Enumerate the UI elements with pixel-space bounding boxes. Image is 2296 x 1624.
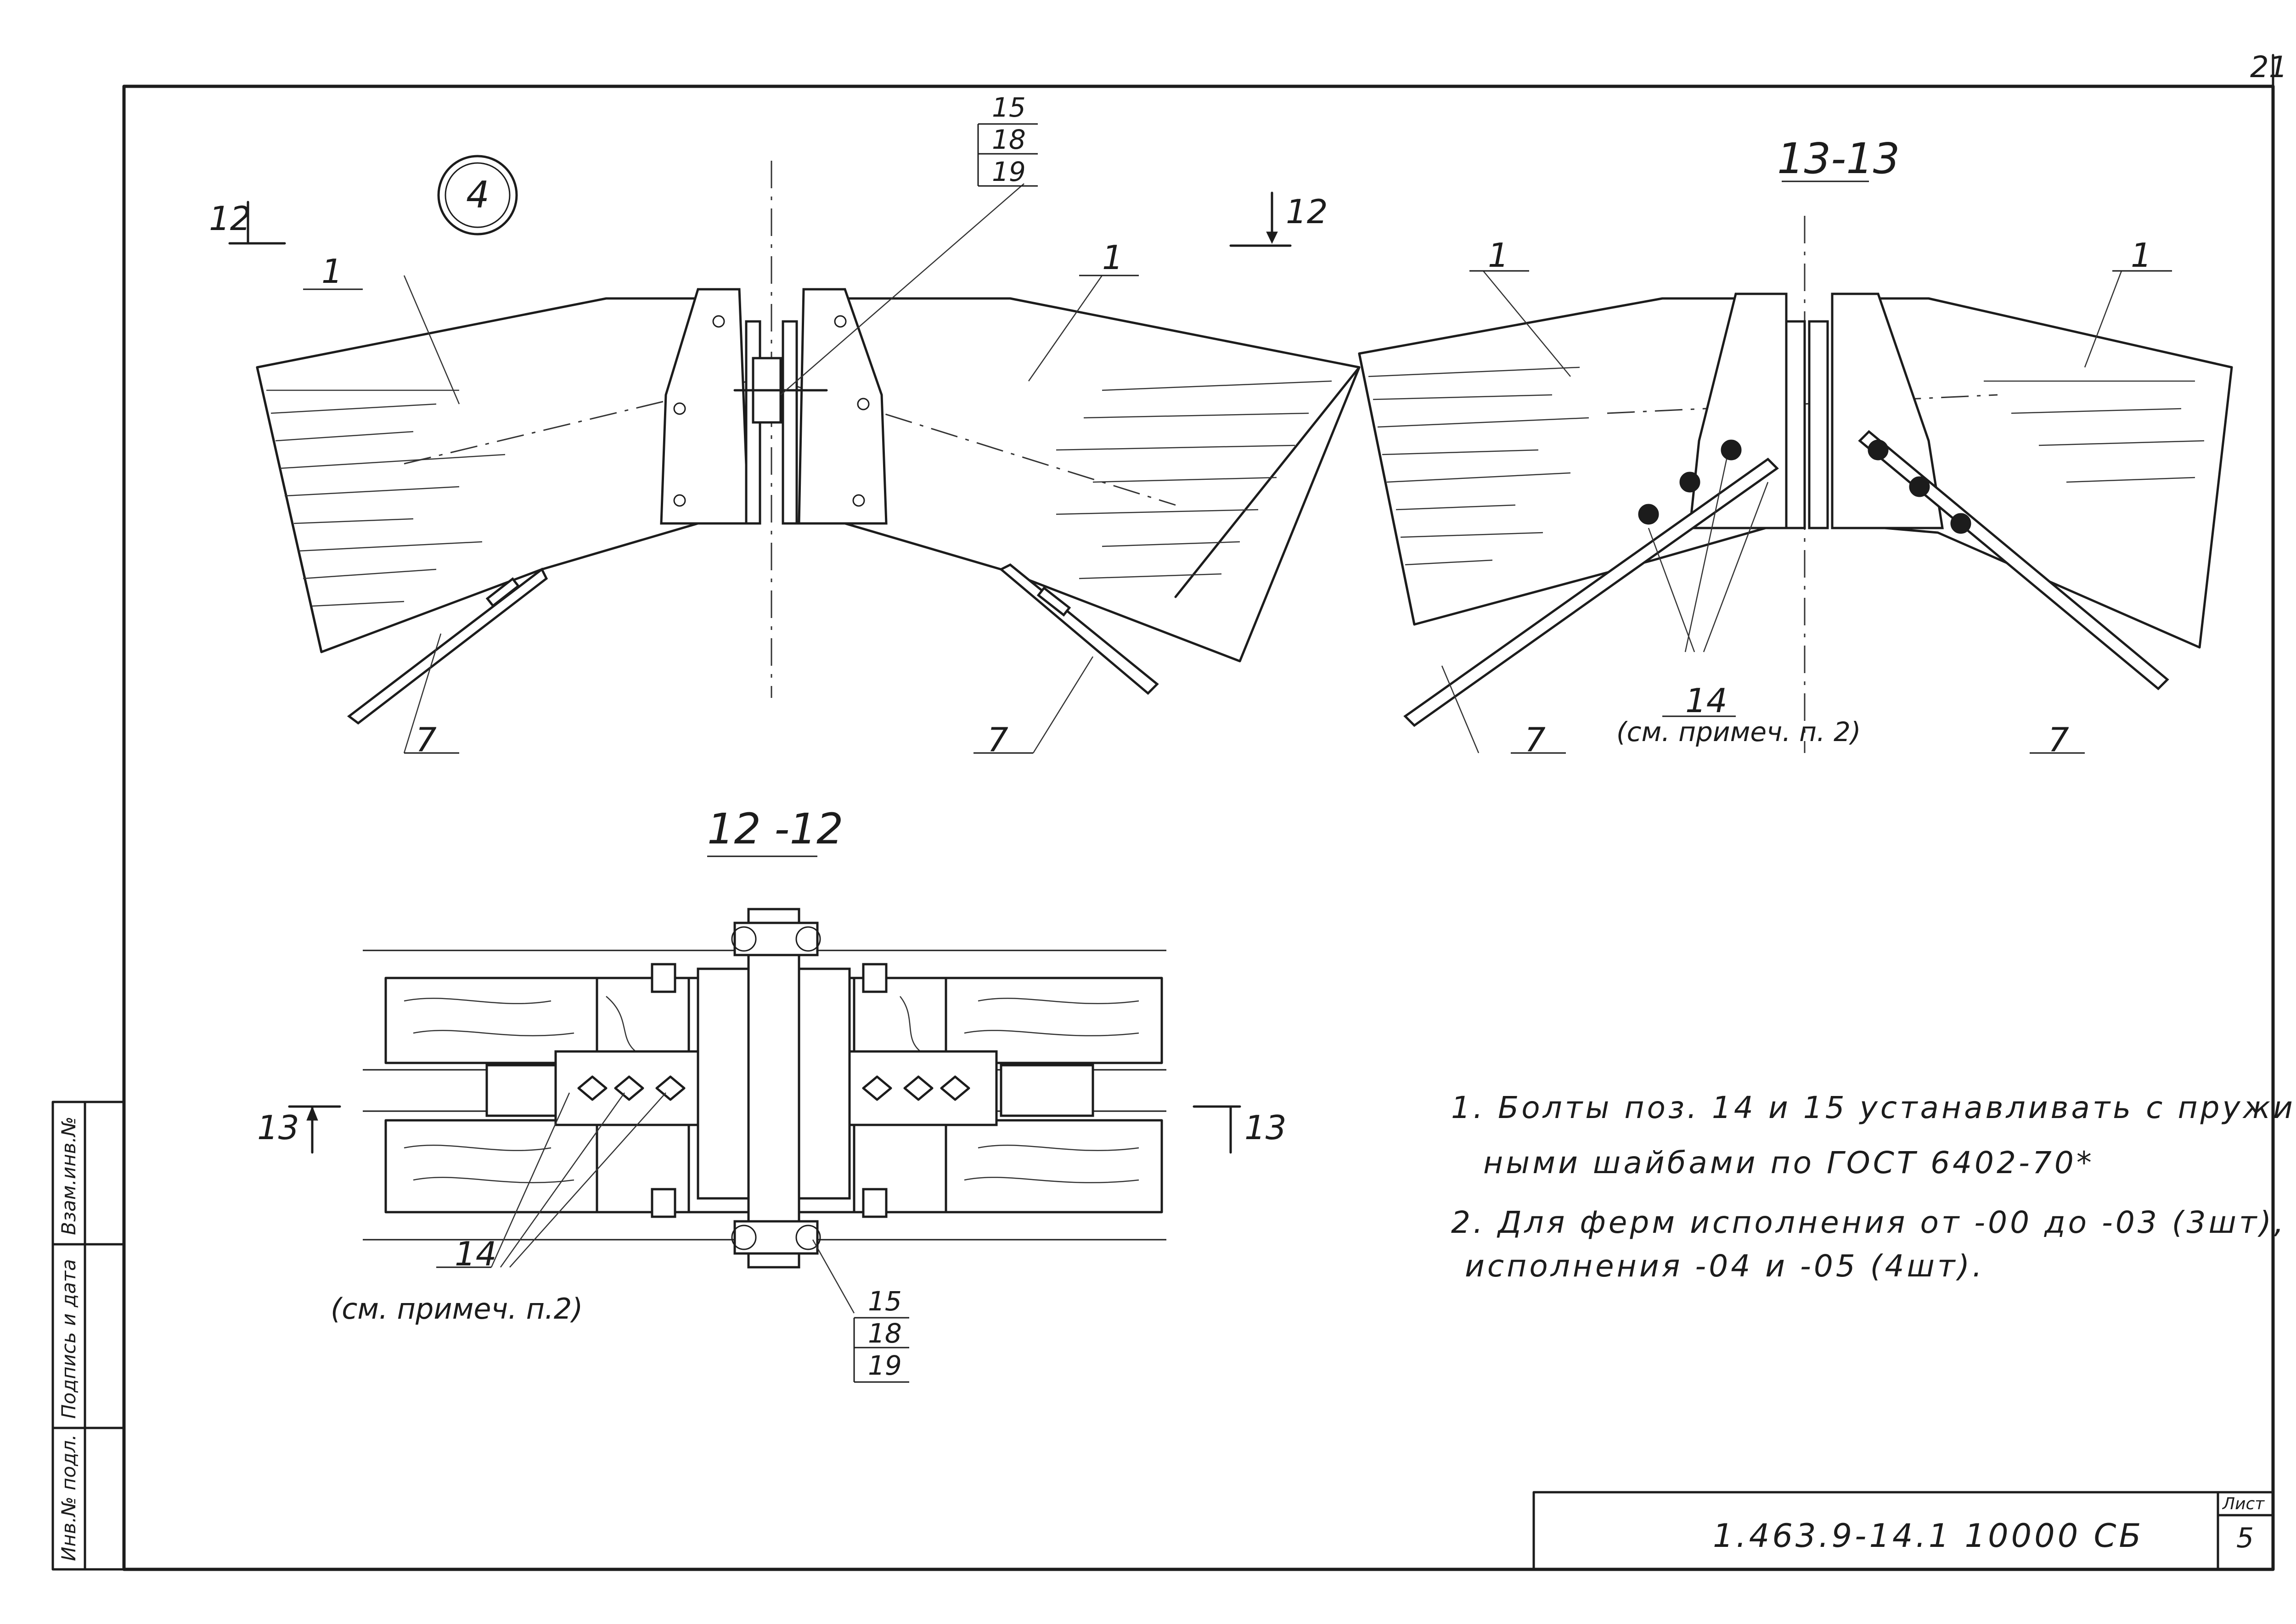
brace-label-right: 7 (987, 720, 1008, 759)
stack-15-12: 15 (868, 1286, 902, 1317)
stamp-signature: Подпись и дата (57, 1259, 80, 1419)
cut-label-right: 12 (1286, 192, 1328, 231)
stack-18-12: 18 (868, 1318, 902, 1349)
part-label-right-13: 1 (2131, 236, 2152, 275)
cut-label-left: 12 (209, 199, 251, 238)
part-label-right: 1 (1102, 238, 1123, 277)
view-4-elevation (228, 123, 1361, 754)
sheet-frame (51, 54, 2275, 1571)
stack-19-12: 19 (868, 1350, 902, 1381)
brace-label-right-13: 7 (2048, 720, 2069, 759)
center-splice-plate (747, 908, 800, 1269)
section-title-12: 12 -12 (707, 804, 844, 854)
stack-18: 18 (992, 124, 1026, 155)
stack-19: 19 (992, 156, 1026, 187)
right-brace-13 (1858, 430, 2169, 691)
note-1-line-2: ными шайбами по ГОСТ 6402-70* (1483, 1145, 2094, 1180)
brace-label-left-13: 7 (1525, 720, 1546, 759)
right-brace (999, 563, 1159, 695)
part-label-left: 1 (321, 252, 343, 291)
left-brace-13 (1403, 457, 1779, 727)
bolt-label-13: 14 (1685, 681, 1728, 720)
section-title-13: 13-13 (1777, 134, 1900, 183)
right-chord (844, 297, 1361, 663)
bolt-note-12: (см. примеч. п.2) (331, 1292, 583, 1326)
brace-label-left: 7 (416, 720, 437, 759)
cut-label-right-12: 13 (1244, 1108, 1287, 1147)
sheet-number: 5 (2236, 1522, 2254, 1554)
left-chord (256, 297, 699, 653)
part-label-left-13: 1 (1488, 236, 1509, 275)
note-1-line-1: 1. Болты поз. 14 и 15 устанавливать с пр… (1451, 1090, 2296, 1125)
stack-15: 15 (992, 92, 1026, 123)
note-2-line-2: исполнения -04 и -05 (4шт). (1465, 1248, 1985, 1284)
node-circle (437, 155, 518, 236)
cut-label-left-12: 13 (257, 1108, 299, 1147)
sheet-label: Лист (2223, 1495, 2265, 1513)
drawing-code: 1.463.9-14.1 10000 СБ (1713, 1517, 2144, 1555)
view-13-13 (1358, 180, 2233, 754)
node-number: 4 (466, 174, 490, 216)
page-number: 21 (2250, 51, 2288, 84)
view-12-12 (288, 855, 1241, 1383)
bolt-note-13: (см. примеч. п. 2) (1616, 716, 1861, 747)
stamp-inv-no: Инв.№ подл. (57, 1434, 80, 1561)
stamp-replace: Взам.инв.№ (57, 1116, 80, 1235)
bolt-label-12: 14 (455, 1235, 497, 1273)
left-brace (347, 568, 548, 725)
note-2-line-1: 2. Для ферм исполнения от -00 до -03 (3ш… (1451, 1205, 2287, 1240)
